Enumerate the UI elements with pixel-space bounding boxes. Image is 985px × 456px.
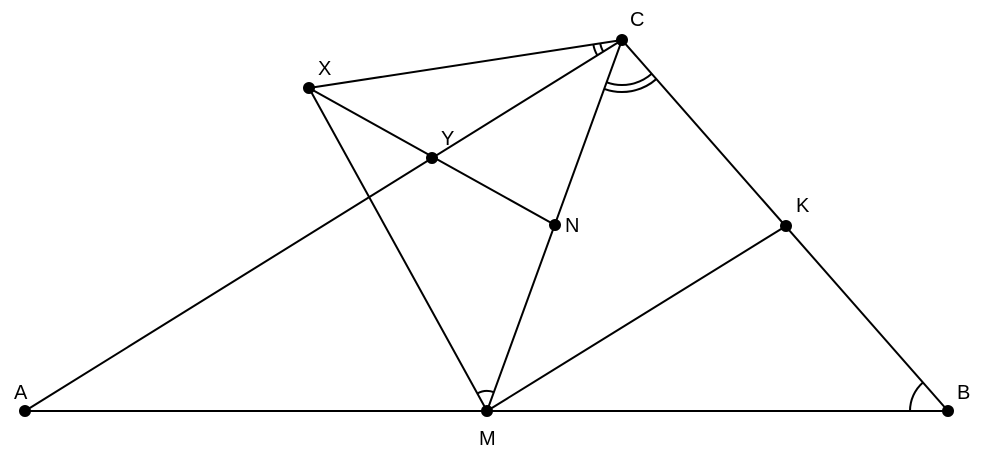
label-X: X (318, 58, 331, 80)
label-C: C (630, 9, 644, 31)
label-N: N (565, 215, 579, 237)
point-X (303, 82, 315, 94)
point-K (780, 220, 792, 232)
angle-mark-M (476, 390, 495, 395)
angle-mark-C (603, 78, 657, 93)
label-Y: Y (441, 128, 454, 150)
angle-mark-B (909, 381, 924, 412)
label-A: A (14, 382, 28, 404)
point-B (942, 405, 954, 417)
segment-MK (486, 225, 787, 412)
angle-mark-C (599, 43, 605, 53)
point-C (616, 34, 628, 46)
angle-mark-C (606, 73, 653, 86)
point-M (481, 405, 493, 417)
point-A (19, 405, 31, 417)
segment-AC (24, 39, 623, 412)
angle-mark-C (592, 44, 599, 56)
label-B: B (957, 382, 970, 404)
point-Y (426, 152, 438, 164)
segment-XM (308, 87, 488, 412)
point-N (549, 219, 561, 231)
segment-XC (308, 39, 623, 89)
label-M: M (479, 428, 496, 450)
label-K: K (796, 195, 810, 217)
